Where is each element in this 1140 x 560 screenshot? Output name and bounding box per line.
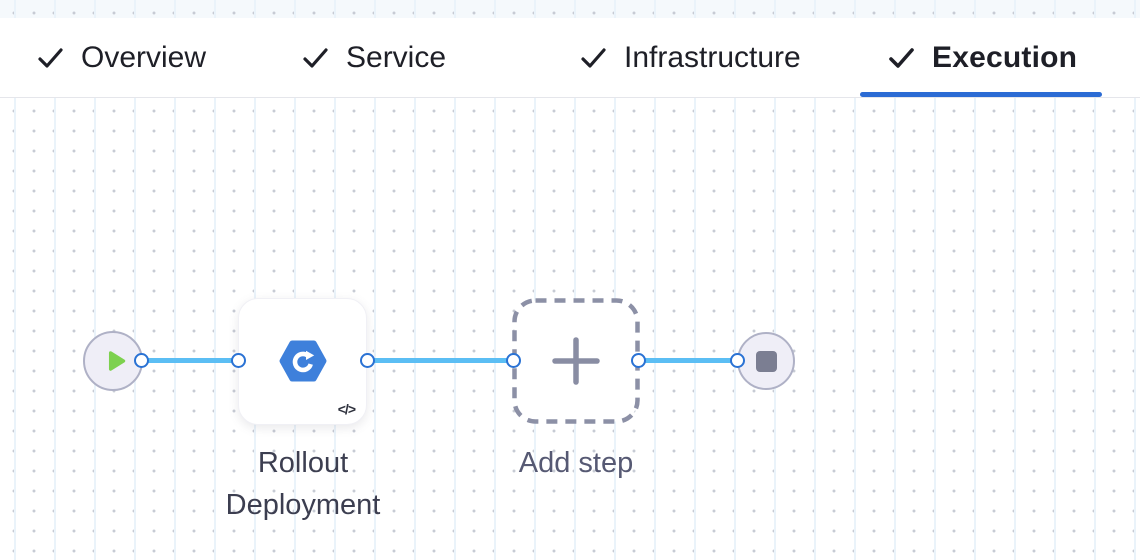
connector-port: [631, 353, 646, 368]
tab-label: Overview: [81, 40, 207, 74]
edge-start-to-step: [142, 358, 239, 363]
tab-label: Execution: [932, 40, 1078, 74]
stop-icon: [755, 350, 777, 372]
pipeline-canvas[interactable]: </> Rollout Deployment Add step: [0, 98, 1140, 560]
plus-icon: [552, 337, 600, 385]
edge-step-to-addstep: [368, 358, 514, 363]
check-icon: [888, 46, 915, 70]
tab-label: Infrastructure: [624, 40, 801, 74]
connector-port: [506, 353, 521, 368]
tab-label: Service: [346, 40, 447, 74]
check-icon: [37, 46, 64, 70]
step-node-rollout-deployment[interactable]: </>: [238, 298, 367, 425]
canvas-top-strip: [0, 0, 1140, 18]
code-icon: </>: [337, 401, 356, 417]
tab-overview[interactable]: Overview: [37, 18, 206, 97]
tab-infrastructure[interactable]: Infrastructure: [580, 18, 801, 97]
check-icon: [580, 46, 607, 70]
add-step-node[interactable]: [512, 298, 640, 424]
start-node[interactable]: [83, 331, 143, 391]
active-tab-underline: [860, 92, 1102, 97]
connector-port: [134, 353, 149, 368]
step-label: Rollout Deployment: [225, 447, 381, 521]
check-icon: [302, 46, 329, 70]
rollout-deployment-icon: [279, 340, 327, 382]
end-node[interactable]: [737, 332, 795, 390]
connector-port: [231, 353, 246, 368]
connector-port: [730, 353, 745, 368]
tab-execution[interactable]: Execution: [888, 18, 1077, 97]
stage-setup-tabbar: Overview Service Infrastructure Executio…: [0, 18, 1140, 98]
add-step-label: Add step: [518, 447, 634, 479]
connector-port: [360, 353, 375, 368]
play-icon: [108, 351, 125, 371]
edge-addstep-to-end: [639, 358, 738, 363]
tab-service[interactable]: Service: [302, 18, 446, 97]
